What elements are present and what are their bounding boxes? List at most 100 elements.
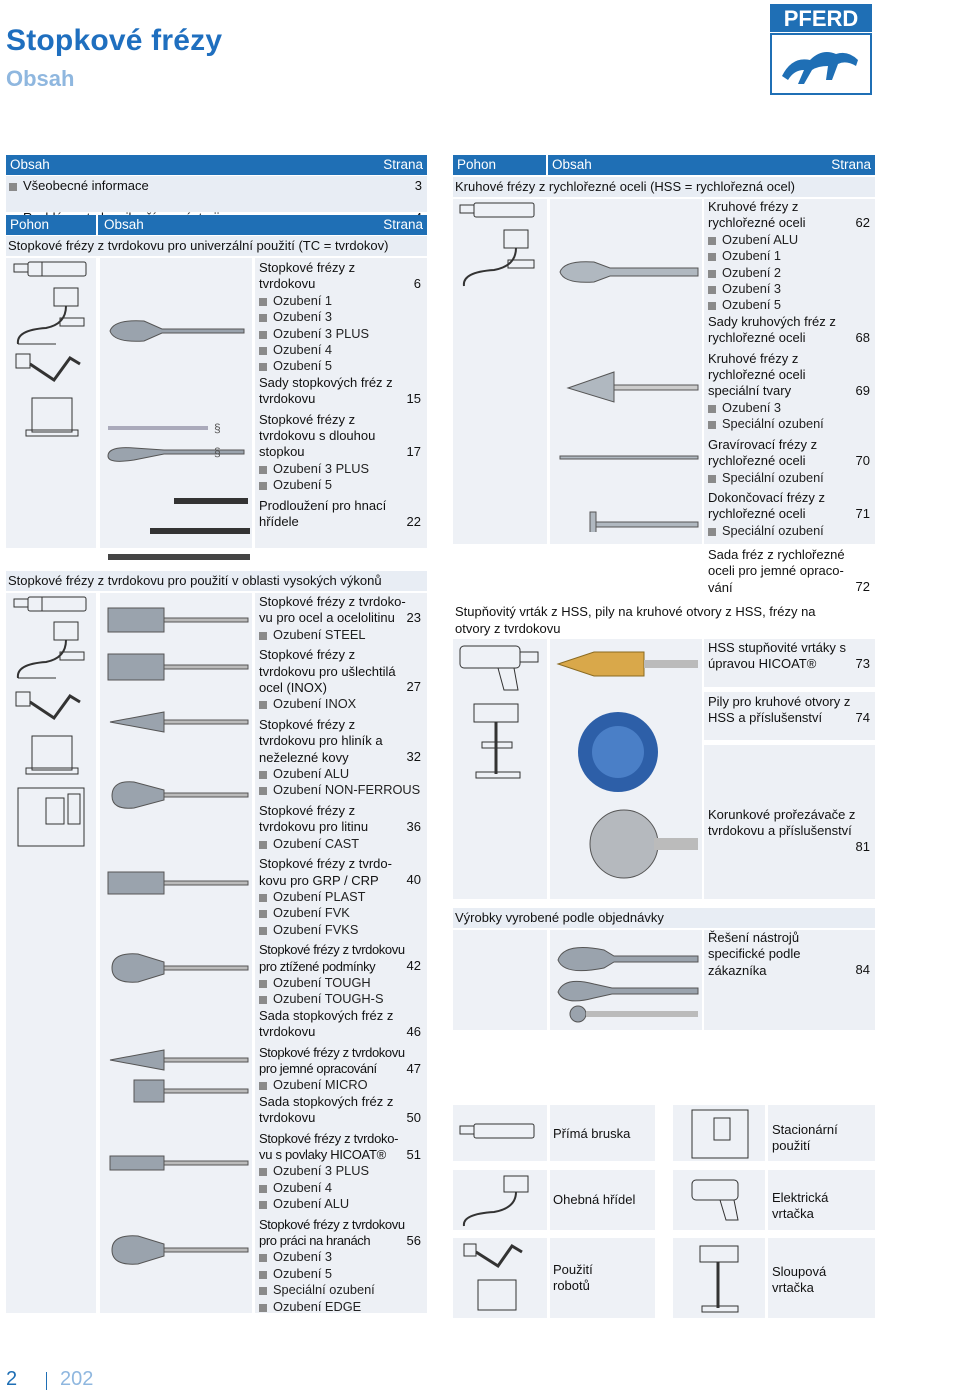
sub-item[interactable]: Ozubení 3 PLUS: [259, 1163, 423, 1179]
entry[interactable]: Kruhové frézy z rychlořezné oceli 62: [708, 199, 870, 231]
sub-item[interactable]: Ozubení STEEL: [259, 627, 423, 643]
sub-item[interactable]: Ozubení FVKS: [259, 922, 423, 938]
entry[interactable]: Korunkové prořezávače z tvrdokovu a přís…: [708, 807, 870, 854]
entry[interactable]: Sada stopkových fréz z tvrdokovu 46: [259, 1007, 421, 1040]
entry[interactable]: Sada stopkových fréz z tvrdokovu 50: [259, 1093, 421, 1126]
entry-page: 6: [413, 276, 421, 291]
straight-grinder-icon: [458, 201, 544, 226]
entry[interactable]: Kruhové frézy z rychlořezné oceli speciá…: [708, 350, 870, 399]
entries-panel: [704, 639, 875, 687]
right-section-header: Pohon Obsah Strana: [453, 155, 875, 175]
sub-item[interactable]: Speciální ozubení: [708, 523, 872, 539]
robot-icon: [462, 1240, 538, 1321]
electric-drill-icon: [690, 1176, 754, 1229]
sub-item[interactable]: Ozubení INOX: [259, 696, 423, 712]
sub-item[interactable]: Ozubení ALU: [259, 1196, 423, 1212]
entry[interactable]: Stopkové frézy z tvrdokovu pro ztížené p…: [259, 942, 421, 974]
list-item[interactable]: Všeobecné informace 3: [8, 178, 422, 194]
sub-item[interactable]: Ozubení 5: [259, 1266, 423, 1282]
sub-item[interactable]: Ozubení FVK: [259, 905, 423, 921]
sub-item[interactable]: Ozubení TOUGH-S: [259, 991, 423, 1007]
legend-label: Stacionární použití: [772, 1122, 838, 1153]
sub-item[interactable]: Ozubení ALU: [708, 232, 872, 248]
entry[interactable]: Sady kruhových fréz z rychlořezné oceli …: [708, 313, 870, 346]
footer-divider: [46, 1372, 47, 1390]
burr-image: [104, 600, 252, 1325]
tungsten-burr-image: [104, 316, 252, 351]
straight-grinder-icon: [12, 260, 92, 285]
svg-text:PFERD: PFERD: [784, 6, 859, 31]
pillar-drill-icon: [470, 702, 530, 785]
entry[interactable]: Dokončovací frézy z rychlořezné oceli 71: [708, 489, 870, 522]
sub-item[interactable]: Ozubení 3 PLUS: [259, 326, 423, 342]
flexible-shaft-icon: [456, 226, 540, 295]
flexible-shaft-icon: [456, 1172, 540, 1233]
sub-item[interactable]: Ozubení EDGE: [259, 1299, 423, 1315]
entries-panel: [704, 199, 875, 544]
entry[interactable]: Stopkové frézy z tvrdokovu pro ušlechtil…: [259, 647, 421, 696]
entry[interactable]: Stopkové frézy z tvrdokovu pro litinu 36: [259, 802, 421, 835]
flexible-shaft-icon: [10, 618, 90, 687]
sub-item[interactable]: Ozubení 3: [259, 1249, 423, 1265]
drive-icons-panel: [6, 258, 96, 548]
sub-item[interactable]: Ozubení 5: [708, 297, 872, 313]
entry-page: 17: [406, 444, 421, 459]
sub-item[interactable]: Ozubení 5: [259, 358, 423, 374]
sub-item[interactable]: Ozubení 3: [259, 309, 423, 325]
entry[interactable]: Gravírovací frézy z rychlořezné oceli 70: [708, 436, 870, 469]
entry-title[interactable]: Sady stopkových fréz z tvrdokovu: [259, 374, 393, 407]
legend-label: Použití robotů: [553, 1262, 593, 1293]
sub-item[interactable]: Ozubení 3: [708, 281, 872, 297]
entry[interactable]: HSS stupňovité vrtáky s úpravou HICOAT® …: [708, 640, 870, 672]
entry[interactable]: Pily pro kruhové otvory z HSS a přísluše…: [708, 694, 870, 726]
entry[interactable]: Stopkové frézy z tvrdokovu pro jemné opr…: [259, 1044, 421, 1076]
page-title: Stopkové frézy: [6, 24, 223, 57]
sub-item[interactable]: Ozubení PLAST: [259, 889, 423, 905]
hss-cutter-image: [554, 202, 702, 537]
drive-icons-panel: [453, 199, 547, 544]
header-divider: [546, 155, 548, 175]
legend-label: Elektrická vrtačka: [772, 1190, 829, 1221]
section-band: [453, 177, 875, 197]
entry-title[interactable]: Prodloužení pro hnací hřídele: [259, 497, 387, 530]
sub-item[interactable]: Ozubení 3 PLUS: [259, 461, 423, 477]
sub-item[interactable]: Ozubení 4: [259, 1180, 423, 1196]
section-band: [6, 571, 427, 591]
drive-icons-panel: [6, 593, 96, 1313]
product-images-panel: [100, 593, 252, 1313]
sub-item[interactable]: Ozubení 5: [259, 477, 423, 493]
straight-grinder-icon: [458, 1122, 544, 1147]
sub-item[interactable]: Ozubení 1: [259, 293, 423, 309]
section-title: Výrobky vyrobené podle objednávky: [455, 910, 664, 925]
sub-item[interactable]: Ozubení 4: [259, 342, 423, 358]
entry[interactable]: Stopkové frézy z tvrdo-kovu pro GRP / CR…: [259, 856, 421, 888]
entries-panel: [704, 930, 875, 1030]
entry[interactable]: Sada fréz z rychlořezné oceli pro jemné …: [708, 547, 870, 595]
header-pohon: Pohon: [10, 217, 50, 232]
page-number-left: 2: [6, 1368, 18, 1390]
entry-title[interactable]: Stopkové frézy z tvrdokovu: [259, 260, 356, 292]
sub-item[interactable]: Speciální ozubení: [708, 470, 872, 486]
entry-block: Stopkové frézy z tvrdokovu 6 Ozubení 1 O…: [259, 260, 423, 531]
entry-title[interactable]: Stopkové frézy z tvrdokovu s dlouhou sto…: [259, 411, 376, 460]
entry[interactable]: Stopkové frézy z tvrdokovu pro práci na …: [259, 1216, 421, 1249]
header-pohon: Pohon: [457, 157, 497, 172]
entry[interactable]: Stopkové frézy z tvrdoko-vu pro ocel a o…: [259, 594, 421, 626]
sub-item[interactable]: Ozubení MICRO: [259, 1077, 423, 1093]
sub-item[interactable]: Ozubení NON-FERROUS: [259, 782, 423, 798]
sub-item[interactable]: Ozubení CAST: [259, 836, 423, 852]
sub-item[interactable]: Ozubení 1: [708, 248, 872, 264]
sub-item[interactable]: Ozubení 3: [708, 400, 872, 416]
pillar-drill-icon: [696, 1244, 746, 1319]
entry[interactable]: Stopkové frézy z tvrdokovu pro hliník a …: [259, 716, 421, 765]
sub-item[interactable]: Ozubení 2: [708, 265, 872, 281]
sub-item[interactable]: Speciální ozubení: [259, 1282, 423, 1298]
entry[interactable]: Stopkové frézy z tvrdoko-vu s povlaky HI…: [259, 1130, 421, 1162]
sub-item[interactable]: Ozubení ALU: [259, 766, 423, 782]
entry[interactable]: Řešení nástrojů specifické podle zákazní…: [708, 930, 870, 978]
entries-panel: [704, 745, 875, 899]
section-band: [6, 236, 427, 256]
sub-item[interactable]: Ozubení TOUGH: [259, 975, 423, 991]
sub-item[interactable]: Speciální ozubení: [708, 416, 872, 432]
left-top-header: Obsah Strana: [6, 155, 427, 175]
